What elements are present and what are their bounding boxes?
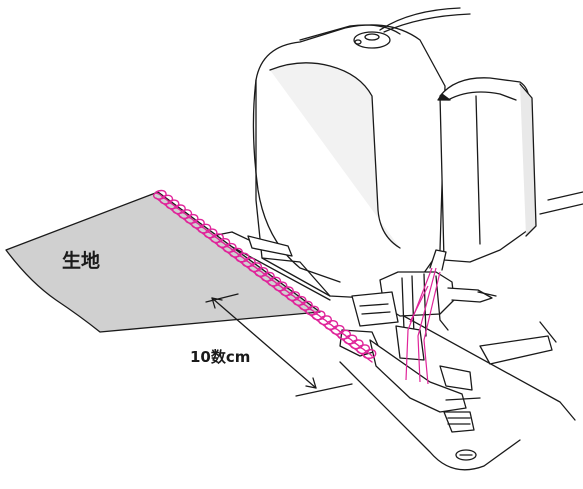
needle-threads (405, 267, 441, 385)
distance-dimension-arrow (205, 293, 353, 397)
machine-bed (211, 191, 583, 471)
fabric-sheet (5, 191, 321, 333)
stitch-edge-line (155, 197, 373, 363)
fabric-label: 生地 (62, 250, 101, 272)
overlock-machine-body (247, 7, 537, 301)
stitch-distance-label: 10数cm (190, 348, 251, 366)
presser-foot-assembly (339, 249, 497, 433)
overlock-stitch-line (152, 189, 377, 363)
